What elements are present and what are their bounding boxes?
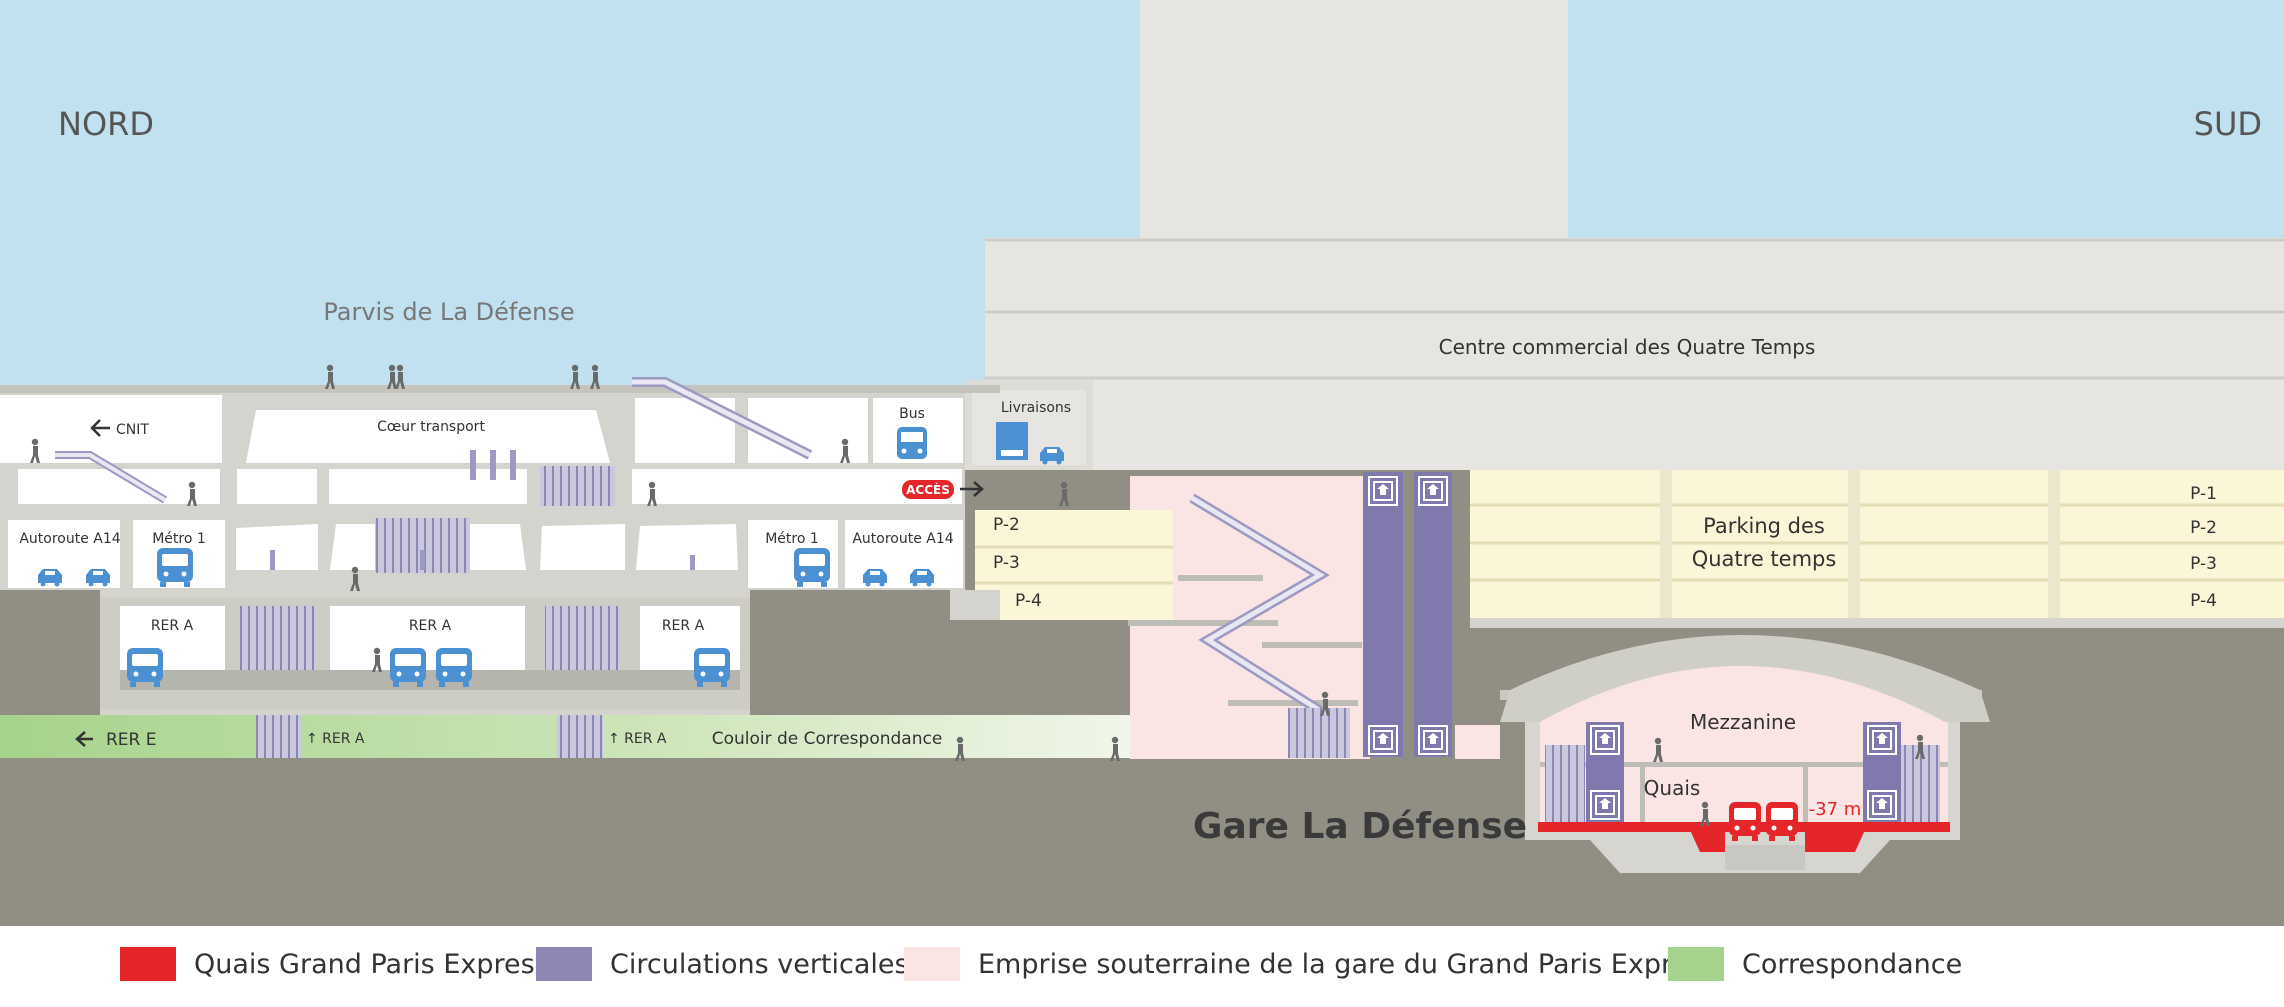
- level-label-left: P-2: [993, 515, 1020, 535]
- elevator-shaft-1: [1363, 472, 1403, 757]
- legend-label: Emprise souterraine de la gare du Grand …: [978, 948, 1717, 980]
- elevator-icon: [1418, 476, 1448, 506]
- legend: Quais Grand Paris Express Circulations v…: [0, 926, 2284, 1007]
- coeur-transport-label: Cœur transport: [377, 419, 485, 435]
- autoroute-label: Autoroute A14: [19, 531, 120, 547]
- train-icon: [390, 648, 426, 687]
- legend-swatch: [536, 947, 592, 981]
- south-label: SUD: [2194, 105, 2262, 143]
- legend-item: Circulations verticales: [536, 944, 909, 984]
- truck-icon: [996, 422, 1028, 460]
- level-label-left: P-4: [1015, 591, 1042, 611]
- train-icon: [157, 548, 193, 587]
- train-icon: [1766, 802, 1798, 841]
- rer-a-label: RER A: [409, 618, 452, 634]
- autoroute-label: Autoroute A14: [852, 531, 953, 547]
- legend-item: Emprise souterraine de la gare du Grand …: [904, 944, 1716, 984]
- deliveries-label: Livraisons: [1001, 400, 1071, 416]
- elevator-icon: [1418, 725, 1448, 755]
- legend-swatch: [904, 947, 960, 981]
- parking-quatre-temps: [1470, 470, 2284, 620]
- level-label-right: P-1: [2190, 484, 2217, 504]
- station-title: Gare La Défense: [1193, 806, 1527, 847]
- rer-a-direction-label: ↑ RER A: [608, 731, 667, 747]
- elevator-icon: [1867, 790, 1897, 820]
- metro-label: Métro 1: [765, 531, 819, 547]
- north-label: NORD: [58, 105, 154, 143]
- rer-a-label: RER A: [151, 618, 194, 634]
- level-label-right: P-4: [2190, 591, 2217, 611]
- train-icon: [127, 648, 163, 687]
- depth-label: -37 m: [1809, 799, 1862, 820]
- legend-swatch: [120, 947, 176, 981]
- train-icon: [1729, 802, 1761, 841]
- level-label-right: P-2: [2190, 518, 2217, 538]
- legend-label: Circulations verticales: [610, 948, 909, 980]
- elevator-icon: [1368, 725, 1398, 755]
- legend-item: Correspondance: [1668, 944, 1962, 984]
- level-label-left: P-3: [993, 553, 1020, 573]
- legend-label: Correspondance: [1742, 948, 1963, 980]
- shopping-centre-label: Centre commercial des Quatre Temps: [1439, 335, 1816, 359]
- elevator-shaft-2: [1414, 472, 1452, 757]
- access-badge: [902, 480, 954, 499]
- parking-label: Quatre temps: [1692, 547, 1837, 571]
- elevator-icon: [1590, 725, 1620, 755]
- shopping-centre-building: [985, 238, 2284, 470]
- rer-e-label: RER E: [106, 730, 157, 750]
- train-icon: [794, 548, 830, 587]
- legend-label: Quais Grand Paris Express: [194, 948, 549, 980]
- bus-icon: [897, 427, 927, 459]
- rer-a-label: RER A: [662, 618, 705, 634]
- legend-swatch: [1668, 947, 1724, 981]
- access-label: ACCÈS: [906, 482, 950, 497]
- train-icon: [694, 648, 730, 687]
- elevator-icon: [1867, 725, 1897, 755]
- cnit-label: CNIT: [116, 422, 149, 438]
- metro-label: Métro 1: [152, 531, 206, 547]
- platforms-label: Quais: [1644, 776, 1701, 800]
- rer-a-direction-label: ↑ RER A: [306, 731, 365, 747]
- parking-left: [975, 510, 1173, 620]
- level-label-right: P-3: [2190, 554, 2217, 574]
- tower: [1140, 0, 1568, 240]
- parvis-label: Parvis de La Défense: [323, 298, 574, 326]
- legend-item: Quais Grand Paris Express: [120, 944, 549, 984]
- mezzanine-label: Mezzanine: [1690, 710, 1796, 734]
- bus-label: Bus: [899, 406, 925, 422]
- train-icon: [436, 648, 472, 687]
- elevator-icon: [1590, 790, 1620, 820]
- parking-label: Parking des: [1703, 514, 1825, 538]
- corridor-label: Couloir de Correspondance: [712, 729, 943, 749]
- elevator-icon: [1368, 476, 1398, 506]
